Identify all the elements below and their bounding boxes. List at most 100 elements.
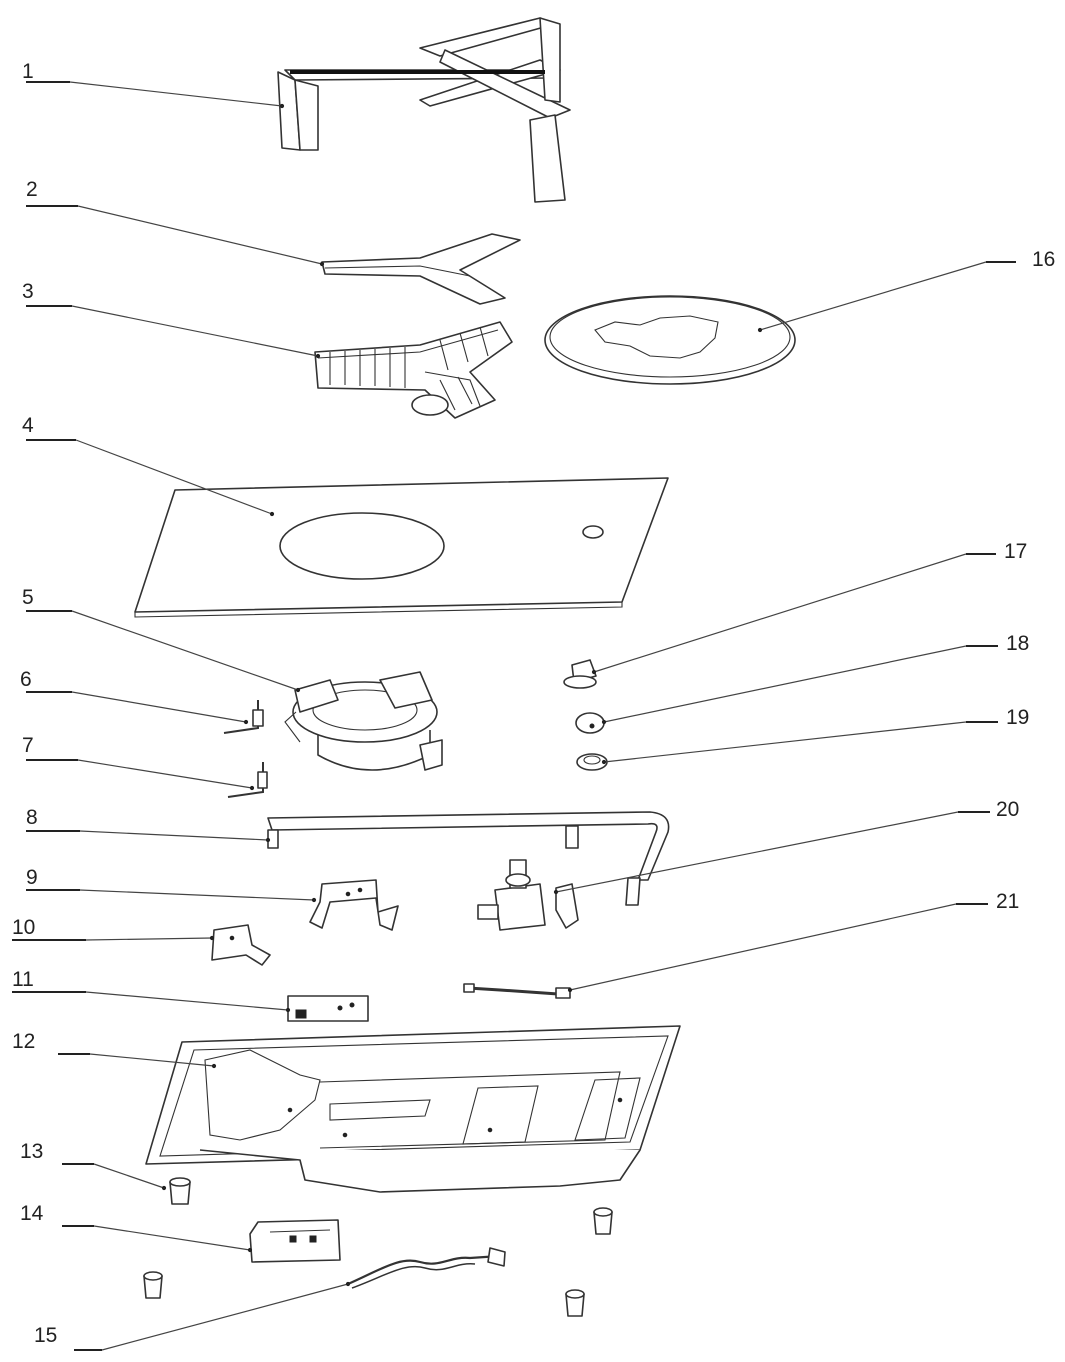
leader-line-11: [85, 991, 289, 1011]
callout-number-18: 18: [1006, 632, 1029, 655]
callout-11: 11: [12, 968, 291, 1013]
part-12-base-tray: [145, 1025, 681, 1193]
callout-number-5: 5: [22, 586, 34, 609]
leader-tip-17: [591, 669, 597, 675]
callout-number-20: 20: [996, 798, 1019, 821]
part-6-electrode: [223, 700, 264, 734]
leader-tip-12: [211, 1063, 217, 1069]
leader-tip-13: [161, 1185, 167, 1191]
leader-line-2: [77, 205, 323, 265]
callout-8: 8: [26, 806, 271, 843]
leader-line-8: [79, 830, 269, 841]
callout-6: 6: [20, 668, 249, 725]
leader-line-17: [593, 553, 967, 673]
part-4-top-panel: [134, 477, 669, 618]
part-20-gas-valve: [477, 859, 579, 931]
leader-line-19: [603, 721, 967, 763]
leader-tip-5: [295, 687, 301, 693]
part-21-connector: [463, 983, 571, 999]
callout-number-9: 9: [26, 866, 38, 889]
leader-line-21: [569, 903, 957, 991]
callout-number-12: 12: [12, 1030, 35, 1053]
leader-tip-8: [265, 837, 271, 843]
leader-tip-3: [315, 353, 321, 359]
callout-15: 15: [34, 1281, 351, 1351]
callout-9: 9: [26, 866, 317, 903]
callout-number-21: 21: [996, 890, 1019, 913]
callout-7: 7: [22, 734, 255, 791]
part-9-bracket: [309, 879, 399, 931]
leader-line-6: [71, 691, 247, 723]
callout-number-17: 17: [1004, 540, 1027, 563]
leader-line-1: [69, 81, 283, 107]
leader-line-20: [555, 811, 959, 893]
callout-number-3: 3: [22, 280, 34, 303]
leader-tip-16: [757, 327, 763, 333]
leader-line-3: [71, 305, 319, 357]
callout-12: 12: [12, 1030, 217, 1069]
leader-line-14: [93, 1225, 251, 1251]
callout-number-14: 14: [20, 1202, 44, 1225]
callout-20: 20: [553, 798, 1019, 895]
leader-tip-14: [247, 1247, 253, 1253]
callout-number-1: 1: [22, 60, 34, 83]
leader-line-16: [759, 261, 987, 331]
callout-number-6: 6: [20, 668, 32, 691]
leader-line-10: [85, 937, 213, 941]
callout-1: 1: [22, 60, 285, 109]
part-16-glass-disc: [544, 295, 796, 385]
callout-number-19: 19: [1006, 706, 1029, 729]
part-13-rubber-feet: [143, 1177, 613, 1317]
leader-tip-9: [311, 897, 317, 903]
callout-21: 21: [567, 890, 1019, 993]
part-5-burner-housing: [284, 671, 443, 771]
leader-tip-10: [209, 935, 215, 941]
part-14-terminal-block: [249, 1219, 341, 1263]
leader-line-15: [101, 1283, 349, 1351]
leader-tip-6: [243, 719, 249, 725]
leader-tip-15: [345, 1281, 351, 1287]
leader-tip-4: [269, 511, 275, 517]
leader-line-13: [93, 1163, 165, 1189]
leader-line-7: [77, 759, 253, 789]
leader-tip-1: [279, 103, 285, 109]
callout-number-8: 8: [26, 806, 38, 829]
leader-tip-19: [601, 759, 607, 765]
callout-number-15: 15: [34, 1324, 57, 1347]
callout-17: 17: [591, 540, 1027, 675]
part-11-switch: [287, 995, 369, 1022]
callout-number-4: 4: [22, 414, 34, 437]
callout-number-16: 16: [1032, 248, 1055, 271]
part-15-power-cord: [347, 1247, 506, 1289]
callout-number-10: 10: [12, 916, 35, 939]
leader-line-18: [603, 645, 967, 723]
leader-tip-18: [601, 719, 607, 725]
callout-10: 10: [12, 916, 215, 941]
callout-number-2: 2: [26, 178, 38, 201]
part-17-control-knob: [563, 659, 597, 689]
part-1-pan-support: [277, 17, 571, 203]
callout-5: 5: [22, 586, 301, 693]
part-7-thermocouple: [227, 762, 268, 798]
leader-tip-20: [553, 889, 559, 895]
part-10-clip: [211, 924, 271, 966]
callout-number-11: 11: [12, 968, 34, 991]
callout-number-13: 13: [20, 1140, 43, 1163]
callout-14: 14: [20, 1202, 253, 1253]
callout-3: 3: [22, 280, 321, 359]
callout-16: 16: [757, 248, 1055, 333]
leader-line-12: [89, 1053, 215, 1067]
callout-number-7: 7: [22, 734, 34, 757]
callout-13: 13: [20, 1140, 167, 1191]
leader-tip-7: [249, 785, 255, 791]
part-2-flame-spreader: [321, 233, 521, 305]
part-18-knob-disc: [575, 712, 605, 734]
callout-2: 2: [26, 178, 325, 267]
leader-tip-21: [567, 987, 573, 993]
leader-line-5: [71, 610, 299, 691]
callout-4: 4: [22, 414, 275, 517]
leader-line-4: [75, 439, 273, 515]
leader-tip-2: [319, 261, 325, 267]
